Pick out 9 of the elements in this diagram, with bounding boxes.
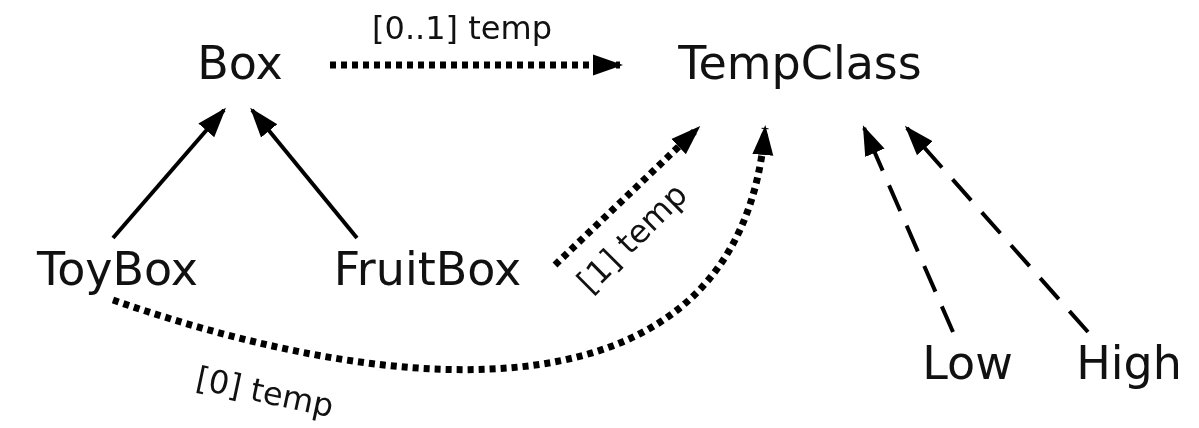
class-name: Box: [197, 40, 283, 86]
arrow: [904, 125, 1090, 334]
arrow: [552, 125, 701, 268]
arrow: [862, 125, 955, 333]
class-name: FruitBox: [333, 246, 522, 292]
arrow: [111, 107, 226, 240]
arrow: [111, 125, 771, 374]
arrow: [250, 107, 359, 240]
class-name: Low: [922, 340, 1013, 386]
